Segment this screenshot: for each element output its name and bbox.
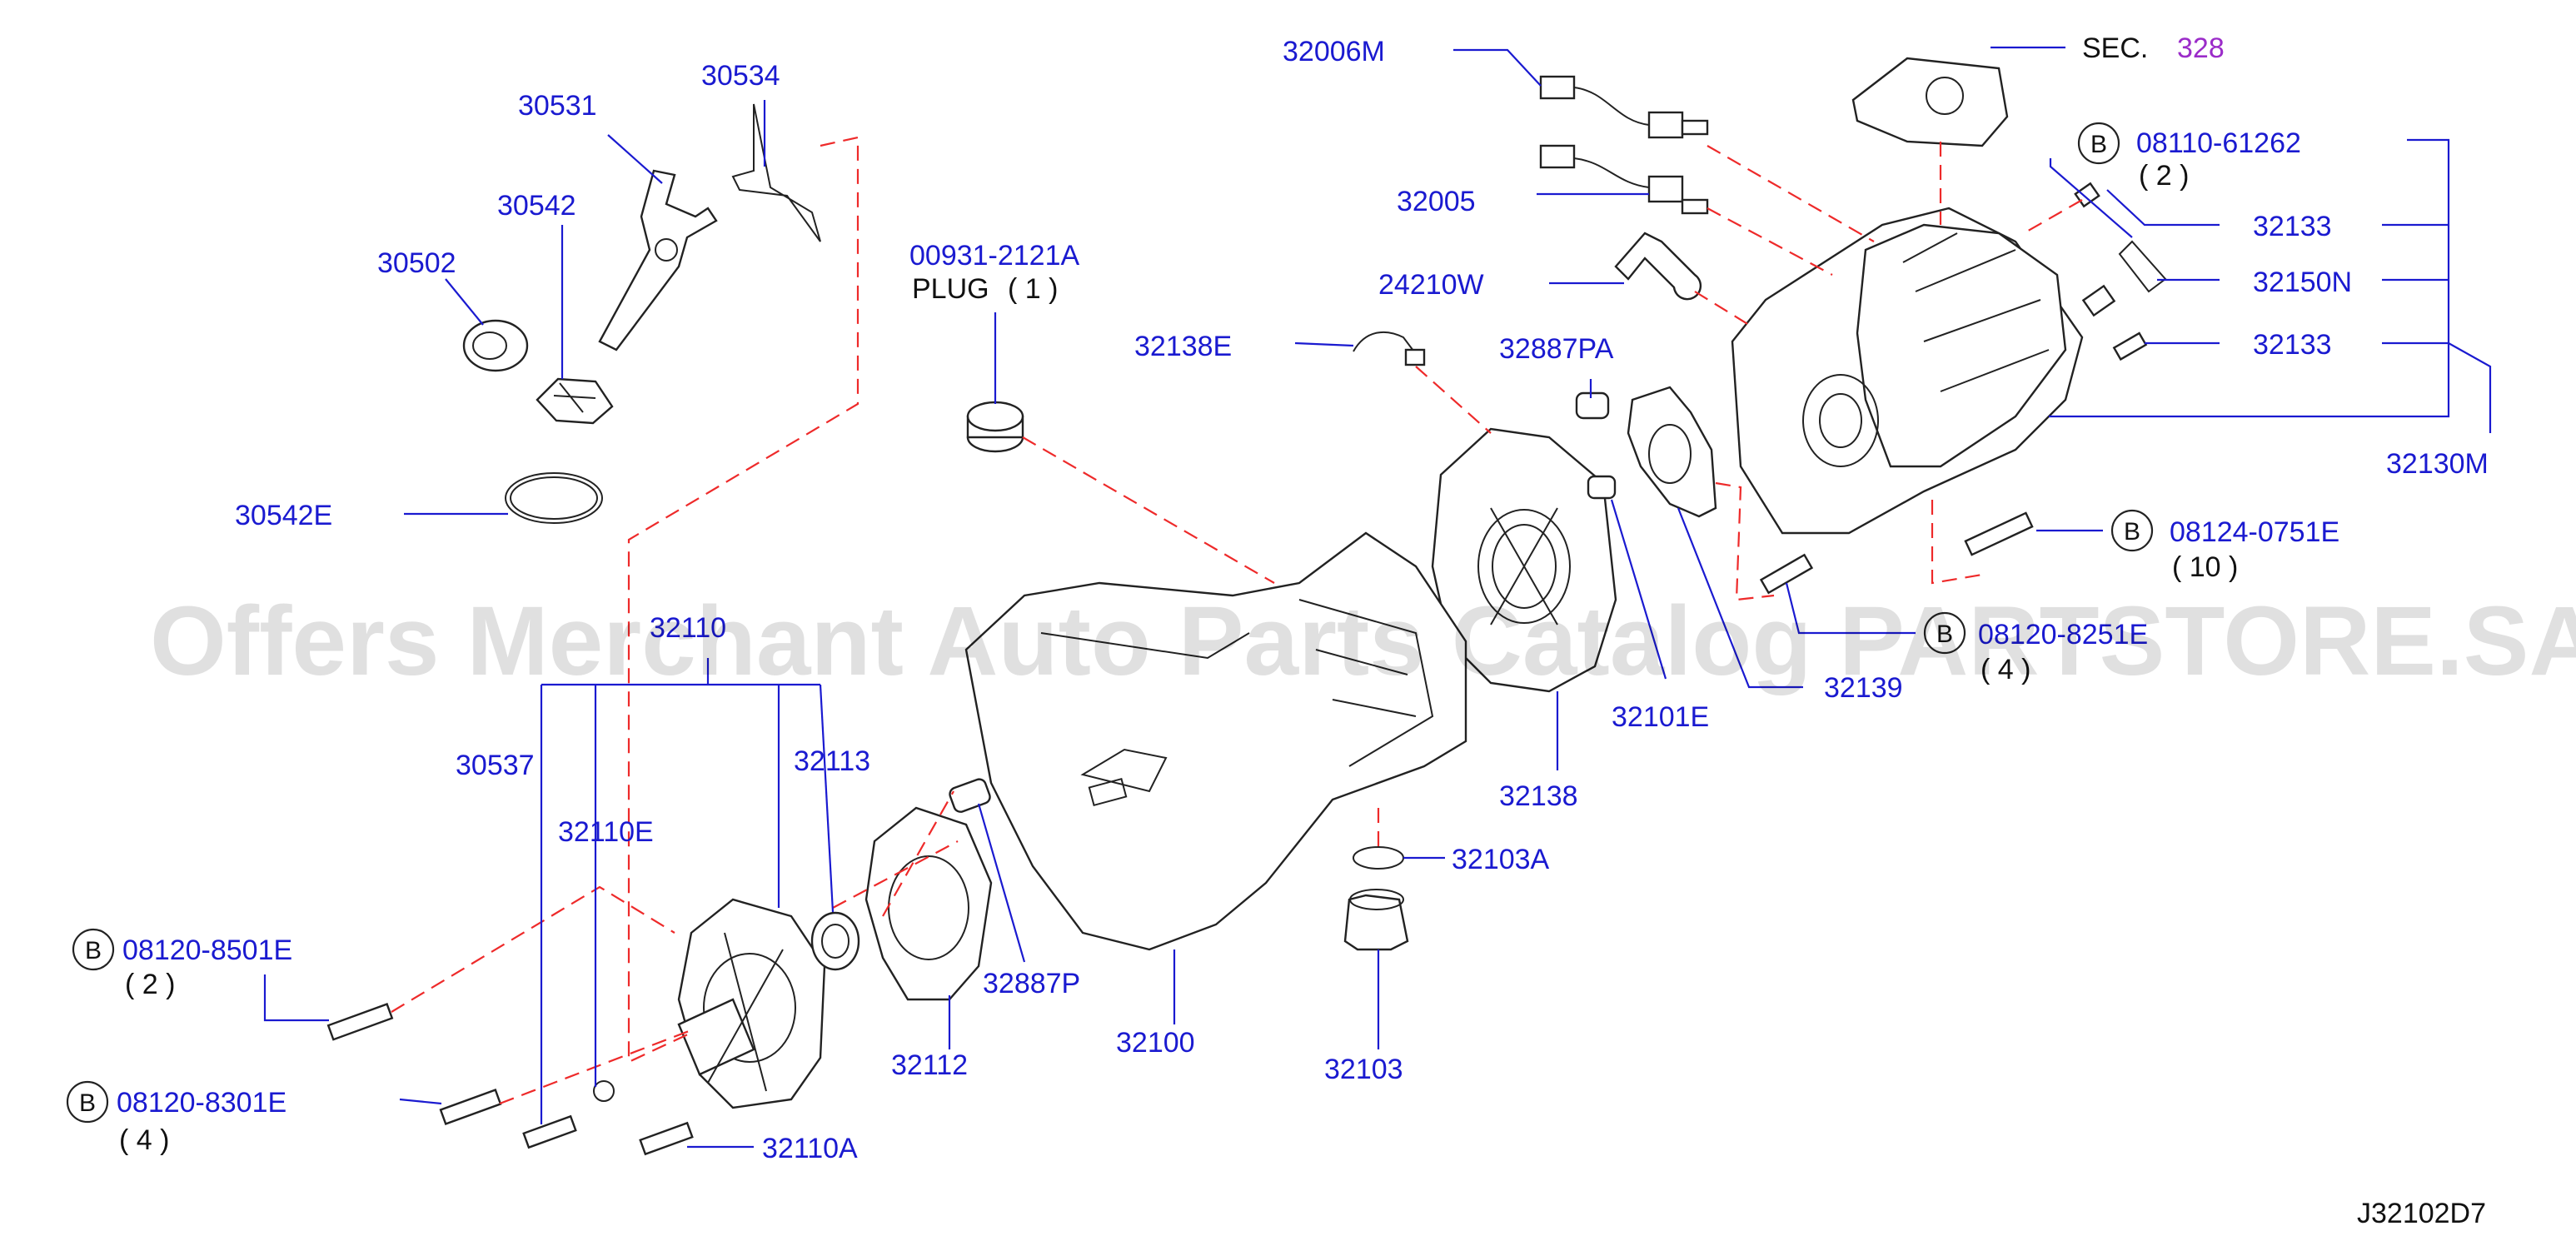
- clip-32150N-drawing: [2118, 240, 2167, 293]
- label-32110E[interactable]: 32110E: [558, 816, 654, 848]
- plug-32103-drawing: [1343, 889, 1409, 951]
- label-32100[interactable]: 32100: [1116, 1027, 1195, 1059]
- transmission-case-32100-drawing: [964, 531, 1467, 951]
- watermark-text: Offers Merchant Auto Parts Catalog PARTS…: [150, 586, 2576, 696]
- bolt-08110-drawing: [2074, 182, 2116, 317]
- label-plug-qty: ( 1 ): [1008, 273, 1058, 305]
- label-30542E[interactable]: 30542E: [235, 500, 332, 531]
- label-32150N[interactable]: 32150N: [2253, 267, 2352, 298]
- label-32112[interactable]: 32112: [891, 1049, 968, 1081]
- label-32139[interactable]: 32139: [1824, 672, 1903, 704]
- switch-32005-drawing: [1539, 144, 1709, 215]
- withdrawal-lever-hole: [655, 238, 678, 262]
- stud-30537-drawing: [522, 1114, 577, 1149]
- svg-text:B: B: [79, 1089, 96, 1117]
- assembly-lines: [391, 136, 2083, 1105]
- bolt-08120-8301-drawing: [439, 1089, 502, 1125]
- shift-lever-30534-drawing: [731, 103, 821, 242]
- label-32006M[interactable]: 32006M: [1283, 36, 1385, 67]
- label-08110-61262[interactable]: 08110-61262: [2136, 127, 2301, 159]
- switch-32006M-drawing: [1539, 75, 1709, 139]
- label-section-number[interactable]: 328: [2177, 32, 2225, 64]
- label-24210W[interactable]: 24210W: [1378, 269, 1484, 301]
- label-32110[interactable]: 32110: [650, 612, 726, 644]
- bolt-marker-08120-8251: B: [1923, 611, 1966, 655]
- label-32133-lower[interactable]: 32133: [2253, 329, 2332, 361]
- label-32101E[interactable]: 32101E: [1612, 701, 1709, 733]
- label-08120-8251E[interactable]: 08120-8251E: [1978, 619, 2148, 650]
- bearing-retainer-32110-drawing: [677, 898, 826, 1109]
- svg-text:B: B: [2124, 518, 2140, 546]
- bolt-32110A-drawing: [639, 1121, 694, 1156]
- bolt-marker-08120-8301: B: [66, 1080, 109, 1124]
- label-08124-qty: ( 10 ): [2172, 551, 2238, 583]
- extension-housing-32130M-drawing: [1731, 57, 2084, 535]
- diagram-code: J32102D7: [2357, 1198, 2486, 1229]
- label-08110-qty: ( 2 ): [2139, 160, 2189, 192]
- part-labels: 30534 30531 30542 30502 30542E 00931-212…: [117, 32, 2489, 1164]
- dowel-32133b-drawing: [2112, 331, 2148, 361]
- parts-artwork: [326, 57, 2167, 1156]
- label-32103[interactable]: 32103: [1324, 1054, 1403, 1085]
- leader-lines: [263, 46, 2492, 1149]
- dowel-32101E-drawing: [1587, 475, 1617, 500]
- bolt-marker-08124: B: [2110, 509, 2154, 552]
- gasket-32112-drawing: [864, 806, 993, 1001]
- clip-32110E-drawing: [593, 1080, 615, 1102]
- dowel-32887P-drawing: [949, 778, 991, 813]
- label-00931-2121A[interactable]: 00931-2121A: [909, 240, 1080, 272]
- label-32130M[interactable]: 32130M: [2386, 448, 2489, 480]
- bolt-08120-8501-drawing: [326, 1003, 394, 1041]
- release-bearing-30502-drawing: [462, 319, 529, 372]
- clip-30542E-drawing: [505, 472, 603, 524]
- bolt-08124-drawing: [1964, 511, 2034, 556]
- label-30502[interactable]: 30502: [377, 247, 456, 279]
- label-32103A[interactable]: 32103A: [1452, 844, 1550, 875]
- svg-text:B: B: [2090, 131, 2107, 158]
- breather-tube-drawing: [1353, 331, 1417, 355]
- svg-text:B: B: [85, 937, 102, 964]
- label-08120-8301E[interactable]: 08120-8301E: [117, 1087, 286, 1119]
- gasket-32139-drawing: [1627, 386, 1717, 518]
- label-32138[interactable]: 32138: [1499, 780, 1578, 812]
- bolt-markers: B B B B B: [66, 122, 2154, 1124]
- label-08120-8251E-qty: ( 4 ): [1981, 654, 2030, 685]
- label-30531[interactable]: 30531: [518, 90, 597, 122]
- label-30534[interactable]: 30534: [701, 60, 780, 92]
- label-section-prefix: SEC.: [2082, 32, 2148, 64]
- label-32005[interactable]: 32005: [1397, 186, 1476, 217]
- withdrawal-lever-30531-drawing: [598, 169, 718, 351]
- label-08120-8301E-qty: ( 4 ): [119, 1124, 169, 1156]
- oil-seal-32113-drawing: [810, 911, 860, 971]
- label-08124-0751E[interactable]: 08124-0751E: [2170, 516, 2339, 548]
- label-32887PA[interactable]: 32887PA: [1499, 333, 1614, 365]
- label-32138E[interactable]: 32138E: [1134, 331, 1232, 362]
- o-ring-32103A-drawing: [1353, 846, 1404, 870]
- label-08120-8501E-qty: ( 2 ): [125, 969, 175, 1000]
- label-32110A[interactable]: 32110A: [762, 1133, 858, 1164]
- bolt-marker-08110: B: [2077, 122, 2120, 165]
- bolt-marker-08120-8501: B: [72, 928, 115, 971]
- dowel-32887PA-drawing: [1575, 391, 1610, 420]
- label-32887P[interactable]: 32887P: [983, 968, 1080, 999]
- bolt-08120-8251-drawing: [1759, 553, 1814, 595]
- bracket-24210W-drawing: [1614, 232, 1702, 301]
- label-08120-8501E[interactable]: 08120-8501E: [122, 934, 292, 966]
- plug-drawing: [966, 401, 1024, 453]
- label-32113[interactable]: 32113: [794, 745, 870, 777]
- label-30542[interactable]: 30542: [497, 190, 576, 222]
- label-32133-upper[interactable]: 32133: [2253, 211, 2332, 242]
- label-plug: PLUG: [912, 273, 989, 305]
- svg-text:B: B: [1936, 620, 1953, 648]
- label-30537[interactable]: 30537: [456, 750, 535, 781]
